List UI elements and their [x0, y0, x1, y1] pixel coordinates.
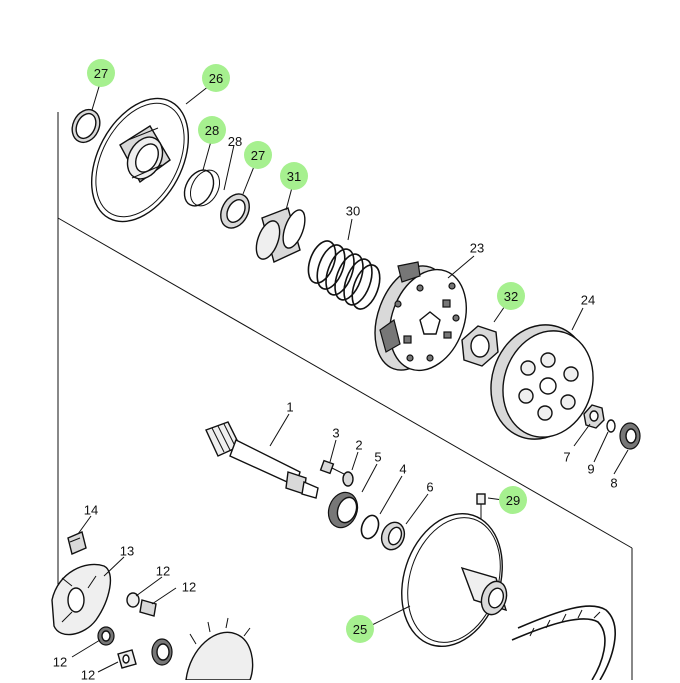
part-27-ring: [71, 108, 101, 144]
callout-27-middle: 27: [244, 141, 272, 169]
part-27-ring-middle: [220, 193, 250, 229]
callout-6: 6: [426, 479, 434, 495]
callout-12-a: 12: [155, 563, 171, 579]
part-23-clutch-carrier: [374, 261, 467, 372]
part-30-spring: [307, 240, 381, 310]
callout-7: 7: [563, 449, 571, 465]
callout-9: 9: [587, 461, 595, 477]
movable-drive-face: [185, 617, 254, 680]
part-5-bearing: [327, 491, 359, 529]
callout-23: 23: [469, 240, 485, 256]
part-25-sheave: [401, 512, 508, 648]
part-28-ring: [183, 169, 221, 207]
callout-12-b: 12: [181, 579, 197, 595]
part-12-roller-middle: [117, 649, 137, 669]
callout-24: 24: [580, 292, 596, 308]
callout-3: 3: [332, 425, 340, 441]
part-9-washer: [606, 419, 616, 433]
callout-28-highlighted: 28: [198, 116, 226, 144]
part-12-roller-right: [151, 638, 173, 666]
callout-25: 25: [346, 615, 374, 643]
part-13-ramp-plate: [51, 563, 112, 636]
part-3-bolt: [319, 459, 345, 475]
part-1-shaft: [205, 421, 319, 499]
callout-5: 5: [374, 449, 382, 465]
part-6-seal: [380, 521, 406, 551]
part-12-slider-top: [126, 592, 157, 617]
callout-12-d: 12: [80, 667, 96, 683]
callout-28: 28: [227, 133, 243, 149]
callout-8: 8: [610, 475, 618, 491]
callout-1: 1: [286, 399, 294, 415]
callout-30: 30: [345, 203, 361, 219]
part-26-sheave: [90, 97, 190, 223]
part-7-nut: [583, 404, 605, 429]
callout-4: 4: [399, 461, 407, 477]
frame-diagonal-line: [57, 217, 633, 549]
callout-31: 31: [280, 162, 308, 190]
callout-29: 29: [499, 486, 527, 514]
part-31-collar: [255, 207, 306, 263]
callout-26: 26: [202, 64, 230, 92]
part-8-bearing: [619, 422, 641, 450]
part-2-washer: [342, 471, 354, 487]
callout-2: 2: [355, 437, 363, 453]
part-12-roller-left: [97, 626, 115, 646]
callout-13: 13: [119, 543, 135, 559]
callout-12-c: 12: [52, 654, 68, 670]
part-24-clutch-housing: [490, 324, 594, 440]
part-4-circlip: [360, 514, 380, 540]
part-14-slider-clip: [67, 531, 87, 555]
callout-14: 14: [83, 502, 99, 518]
callout-32: 32: [497, 282, 525, 310]
callout-27-top: 27: [87, 59, 115, 87]
v-belt: [511, 605, 616, 680]
part-32-nut: [461, 325, 499, 367]
